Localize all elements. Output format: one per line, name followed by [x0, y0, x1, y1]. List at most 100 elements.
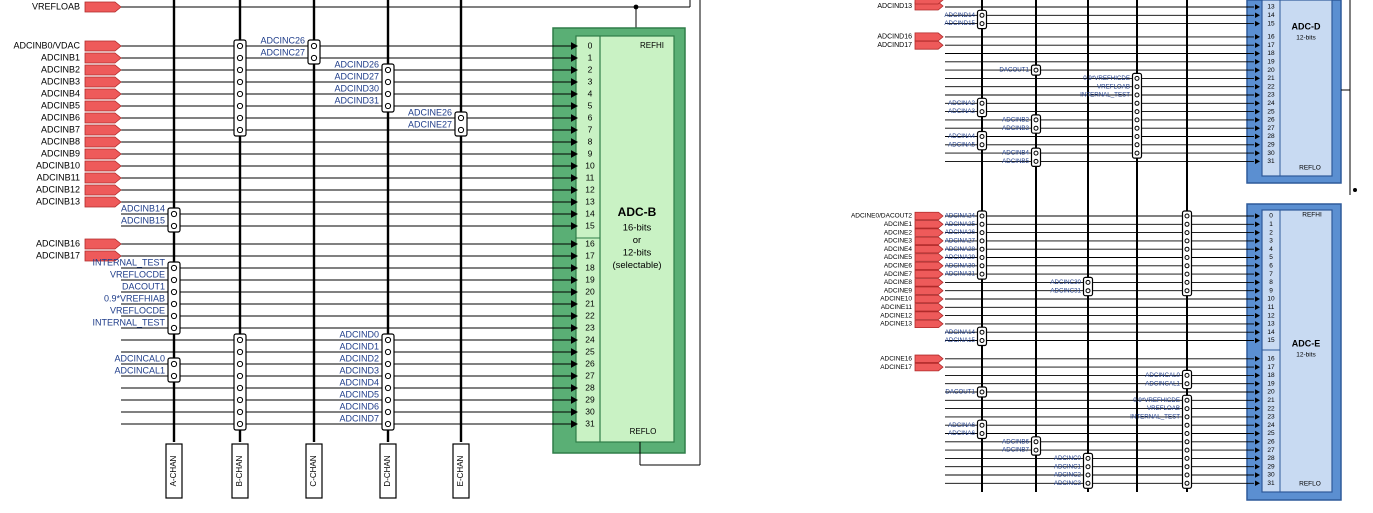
adcine-pin [914, 253, 944, 262]
b-mux-top-dot [236, 42, 244, 50]
adcind-hi-label: ADCIND17 [877, 42, 912, 49]
e-mux-a6-label: ADCINA6 [948, 430, 975, 437]
adcine-label: ADCINE11 [881, 304, 913, 311]
input-arrow [571, 324, 578, 332]
adcinb-label: ADCINB10 [36, 160, 80, 170]
adcine-pin [914, 311, 944, 320]
input-arrow [571, 288, 578, 296]
input-arrow [571, 240, 578, 248]
b-mux-top-box [233, 39, 247, 137]
e-mux-cal-dot [1184, 381, 1190, 387]
adcinb-hi-pin [84, 238, 122, 250]
d-mux-a4-label: ADCINA4 [948, 133, 975, 140]
adc-e-input-num: 6 [1269, 263, 1273, 270]
input-arrow [571, 114, 578, 122]
chan-box [165, 443, 183, 499]
adc-e-arrow [1255, 397, 1260, 404]
adc-b-input-num: 10 [585, 160, 595, 170]
adcinb-hi-label: ADCINB16 [36, 238, 80, 248]
adc-e-arrow [1255, 389, 1260, 395]
adc-d-arrow [1255, 34, 1260, 40]
d-mux-internal-dot [1134, 125, 1140, 131]
adcine-pin [914, 220, 944, 229]
e-mux-c-label: ADCINC2 [1054, 472, 1082, 479]
input-arrow [571, 384, 578, 392]
e-mux-internal-dot [1184, 480, 1190, 486]
e-mux-top-right-dot [1184, 246, 1190, 252]
adc-e-arrow [1255, 414, 1260, 420]
adc-d-subtitle: 12-bits [1296, 35, 1316, 42]
adc-b-input-num: 28 [585, 382, 595, 392]
adc-b-input-num: 9 [588, 148, 593, 158]
adc-b-reflo: REFLO [630, 427, 657, 436]
e-mux-top-right-dot [1184, 279, 1190, 285]
adc-e-input-num: 0 [1269, 213, 1273, 220]
adc-e-input-num: 21 [1267, 397, 1275, 404]
vrefloab-label: VREFLOAB [32, 1, 80, 11]
adc-e-arrow [1255, 455, 1260, 462]
adcine-pin [914, 236, 944, 246]
d-mux-a14-label: ADCIND15 [944, 20, 975, 27]
adcine-label: ADCINE2 [884, 229, 913, 236]
d-mux-internal-dot [1134, 150, 1140, 156]
input-arrow [571, 300, 578, 308]
a-mux-internal-dot [170, 276, 178, 284]
adcinb-label: ADCINB8 [41, 136, 80, 146]
adc-b-title: ADC-B [618, 205, 657, 219]
adc-e-input-num: 18 [1267, 372, 1275, 379]
adc-b-input-num: 7 [588, 124, 593, 134]
input-arrow [571, 336, 578, 344]
adc-e-arrow [1255, 312, 1260, 319]
adcind-pin-partial [914, 0, 944, 5]
adc-e-input-num: 26 [1267, 439, 1275, 446]
adc-e-input-num: 8 [1269, 279, 1273, 286]
adc-e-title: ADC-E [1292, 338, 1321, 348]
b-mux-bottom-dot [236, 396, 244, 404]
e-mux-a24-label: ADCINA29 [945, 254, 976, 261]
adc-e-input-num: 15 [1267, 337, 1275, 344]
adcinb-hi-label: ADCINB17 [36, 250, 80, 260]
adc-d-arrow [1255, 100, 1260, 107]
c-mux-dot [310, 54, 318, 62]
adcinb-pin [84, 172, 122, 184]
adcinb-label: ADCINB5 [41, 100, 80, 110]
adcinb-label: ADCINB7 [41, 124, 80, 134]
adcind-hi-label: ADCIND16 [877, 34, 912, 41]
adcine-pin [914, 303, 944, 312]
e-mux-a14-dot [979, 338, 985, 343]
d-mux-internal-dot [1134, 142, 1140, 148]
adcinb-pin [84, 40, 122, 52]
adc-e-refhi: REFHI [1302, 212, 1322, 219]
adcinb-pin [84, 148, 122, 160]
adcinb-label: ADCINB3 [41, 76, 80, 86]
adc-e-input-num: 24 [1267, 422, 1275, 429]
d-mux-bottom-label: ADCIND7 [339, 413, 379, 423]
a-mux-cal-dot [170, 372, 178, 380]
d-mux-a2-label: ADCINA3 [948, 108, 975, 115]
adc-d-arrow [1255, 4, 1260, 10]
a-mux-cal-label: ADCINCAL1 [114, 365, 165, 375]
b-mux-bottom-dot [236, 408, 244, 416]
adc-b-input-num: 23 [585, 322, 595, 332]
d-mux-bottom-label: ADCIND3 [339, 365, 379, 375]
adc-d-input-num: 24 [1267, 100, 1275, 107]
e-mux-internal-dot [1184, 439, 1190, 445]
e-mux-a24-dot [979, 263, 985, 269]
adc-b-input-num: 17 [585, 250, 595, 260]
e-mux-top-right-dot [1184, 288, 1190, 294]
chan-label: A-CHAN [169, 455, 178, 486]
e-mux-a24-box [976, 210, 988, 280]
adcinb-pin [84, 112, 122, 124]
d-mux-top-dot [384, 78, 392, 86]
e-mux-a24-dot [979, 255, 985, 260]
adc-e-arrow [1255, 364, 1260, 370]
adc-e-input-num: 22 [1267, 405, 1275, 412]
e-mux-a24-dot [979, 213, 985, 219]
adc-d-reflo: REFLO [1299, 165, 1321, 172]
e-mux-c-label: ADCINC0 [1054, 455, 1082, 462]
adcinb-label: ADCINB0/VDAC [13, 40, 80, 50]
adc-e-input-num: 5 [1269, 254, 1273, 261]
adcinb-pin [84, 88, 122, 100]
e-mux-internal-dot [1184, 406, 1190, 412]
d-mux-b4-dot [1033, 150, 1039, 156]
